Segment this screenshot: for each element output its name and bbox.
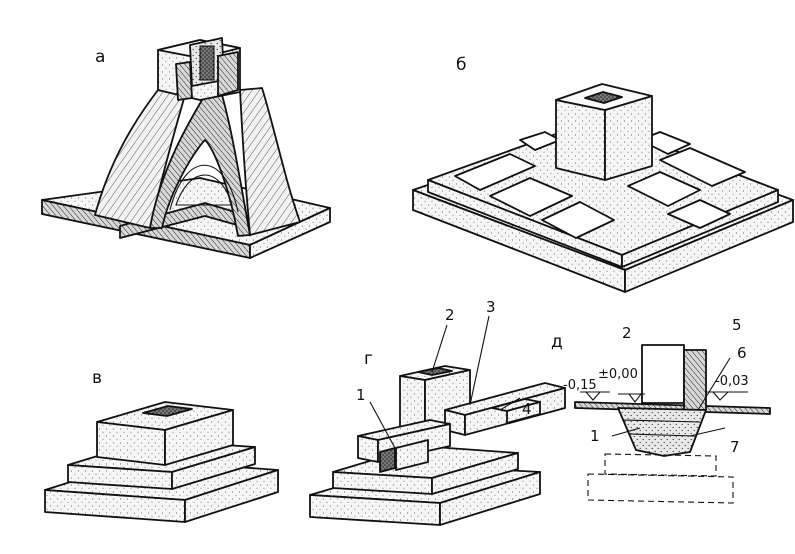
panel-d-callout-6: 6 [737, 344, 747, 362]
panel-d-callout-5: 5 [732, 316, 742, 334]
panel-a-label: а [95, 47, 105, 67]
panel-g-callout-4: 4 [522, 400, 532, 418]
panel-b-label: б [456, 55, 466, 75]
panel-d-callout-2: 2 [622, 324, 632, 342]
panel-d-level-left: -0,15 [563, 378, 597, 393]
panel-g-callout-3: 3 [486, 298, 496, 316]
panel-v-stepped-foundation [44, 401, 279, 523]
panel-g-callout-2: 2 [445, 306, 455, 324]
panel-d-label: д [551, 332, 563, 352]
panel-b-ribbed-foundation [412, 83, 794, 293]
panel-g-foundation-with-beams [309, 315, 566, 526]
panel-v-label: в [92, 368, 102, 388]
panel-d-level-zero: ±0,00 [598, 367, 638, 382]
panel-d-level-right: -0,03 [715, 374, 749, 389]
panel-g-callout-1: 1 [356, 386, 366, 404]
panel-d-callout-7: 7 [730, 438, 740, 456]
panel-g-label: г [364, 349, 373, 369]
panel-d-callout-1: 1 [590, 427, 600, 445]
panel-d-section [574, 344, 771, 504]
panel-a-shell-foundation [41, 37, 331, 259]
